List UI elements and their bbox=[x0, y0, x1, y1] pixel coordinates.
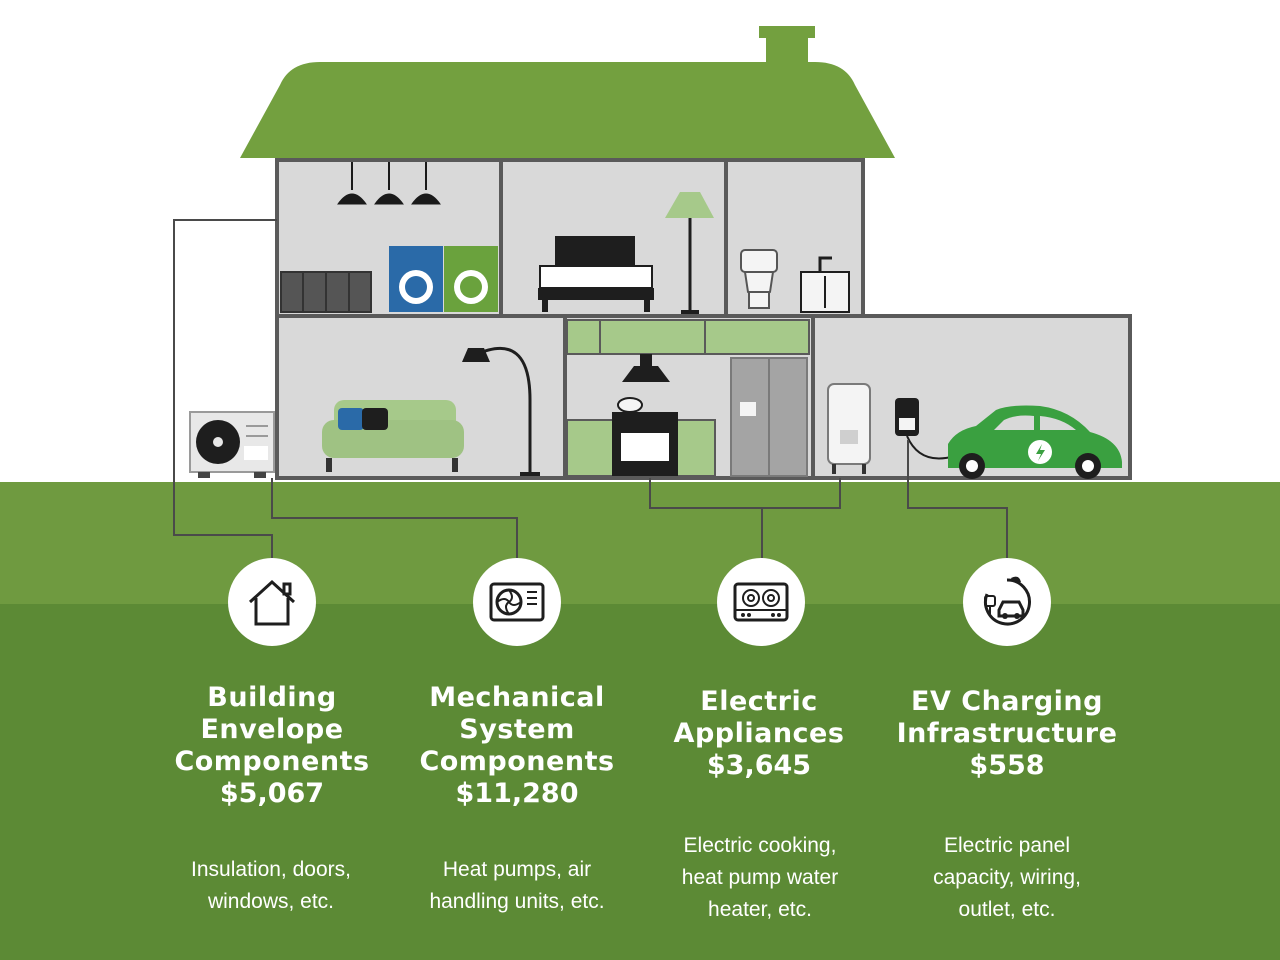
mechanical-system-heading: Mechanical System Components $11,280 bbox=[392, 682, 642, 810]
ground-upper bbox=[0, 482, 1280, 604]
category-amount: $5,067 bbox=[219, 778, 325, 809]
ground-lower bbox=[0, 604, 1280, 960]
heat-pump-icon bbox=[489, 582, 545, 622]
roof bbox=[240, 62, 895, 158]
category-amount: $11,280 bbox=[455, 778, 579, 809]
refrigerator-icon bbox=[730, 357, 808, 477]
category-amount: $3,645 bbox=[706, 750, 812, 781]
sofa-icon bbox=[322, 400, 464, 472]
electric-car-icon bbox=[948, 405, 1122, 479]
sink-vanity-icon bbox=[800, 256, 850, 313]
building-envelope-description: Insulation, doors, windows, etc. bbox=[191, 858, 351, 913]
electric-appliances-heading: Electric Appliances $3,645 bbox=[634, 686, 884, 782]
washer-dryer-icon bbox=[389, 246, 498, 312]
cabinets-icon bbox=[280, 271, 372, 313]
building-envelope-heading: Building Envelope Components $5,067 bbox=[147, 682, 397, 810]
ev-charging-heading: EV Charging Infrastructure $558 bbox=[882, 686, 1132, 782]
house-icon bbox=[248, 579, 296, 626]
water-heater-icon bbox=[827, 383, 871, 474]
electric-appliances-description: Electric cooking, heat pump water heater… bbox=[681, 834, 839, 921]
cooktop-icon bbox=[733, 582, 789, 622]
mechanical-system-description: Heat pumps, air handling units, etc. bbox=[429, 858, 605, 913]
electric-appliances-icon-circle bbox=[717, 558, 805, 646]
connector-lines bbox=[173, 219, 1008, 560]
toilet-icon bbox=[740, 249, 778, 309]
pendant-lamps-icon bbox=[337, 162, 441, 205]
floor-lamp-icon bbox=[665, 192, 714, 314]
ev-charging-icon-circle bbox=[963, 558, 1051, 646]
range-hood-icon bbox=[622, 354, 670, 382]
building-envelope-icon-circle bbox=[228, 558, 316, 646]
category-title: Mechanical System Components bbox=[419, 682, 615, 777]
mechanical-system-icon-circle bbox=[473, 558, 561, 646]
arc-lamp-icon bbox=[462, 346, 540, 476]
category-title: Building Envelope Components bbox=[174, 682, 370, 777]
ev-charging-description: Electric panel capacity, wiring, outlet,… bbox=[933, 834, 1081, 921]
outdoor-hvac-unit-icon bbox=[189, 411, 275, 478]
ev-charger-icon bbox=[895, 398, 956, 460]
ev-charging-icon bbox=[984, 576, 1031, 626]
chimney bbox=[759, 26, 815, 66]
category-title: EV Charging Infrastructure bbox=[896, 686, 1118, 749]
category-title: Electric Appliances bbox=[673, 686, 845, 749]
kitchen-upper-cabinets-icon bbox=[566, 319, 810, 355]
stove-icon bbox=[612, 397, 678, 476]
bed-icon bbox=[538, 236, 654, 312]
category-amount: $558 bbox=[969, 750, 1045, 781]
